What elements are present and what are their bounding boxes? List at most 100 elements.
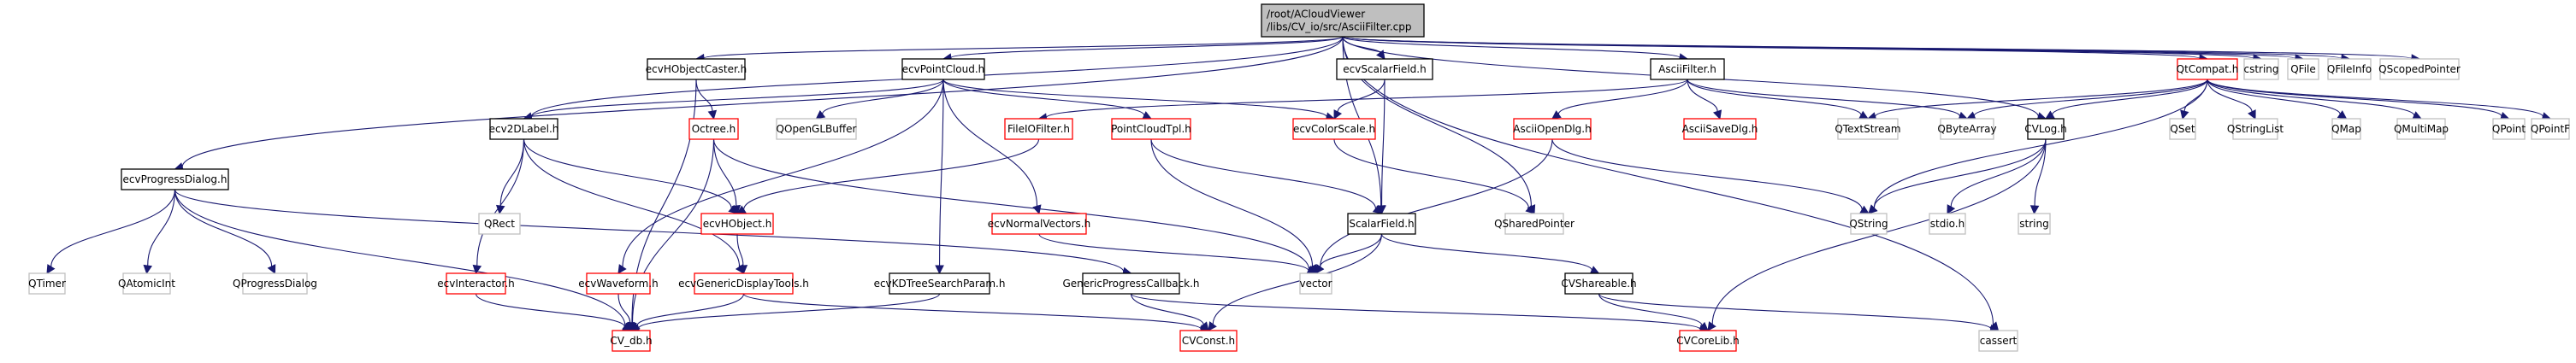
- node-box: [242, 272, 308, 295]
- edge-qtcompat-to-qstringlist: [2207, 79, 2256, 120]
- graph-node-scalarfield[interactable]: ScalarField.h: [1347, 213, 1416, 235]
- arrowhead: [143, 264, 153, 275]
- edge-ecvkdtreesearchparam-to-cv_db: [629, 293, 941, 333]
- edge-ecvpointcloud-to-ecvnormalvectors: [942, 79, 1042, 215]
- edge-cvlog-to-qstring: [1868, 138, 2047, 214]
- edge-qtcompat-to-qstring: [1868, 79, 2208, 214]
- graph-node-cvlog[interactable]: CVLog.h: [2024, 118, 2067, 140]
- node-label: QRect: [484, 218, 515, 230]
- node-box: [1004, 118, 1073, 140]
- node-box: [2169, 118, 2196, 140]
- node-label: ecvPointCloud.h: [902, 63, 985, 75]
- graph-node-cvcorelib[interactable]: CVCoreLib.h: [1676, 330, 1740, 352]
- edge-cvlog-to-string: [2029, 138, 2047, 215]
- edge-ecvpointcloud-to-ecvwaveform: [617, 79, 944, 274]
- edge-ecvhobjectcaster-to-octree: [695, 79, 718, 120]
- arrowhead: [1551, 110, 1562, 120]
- arrowhead: [2029, 205, 2040, 215]
- graph-node-ecvpointcloud[interactable]: ecvPointCloud.h: [901, 58, 985, 80]
- node-box: [2531, 118, 2570, 140]
- graph-node-ecvhobject[interactable]: ecvHObject.h: [700, 213, 774, 235]
- edge-root-to-qfile: [1342, 36, 2305, 63]
- edge-cvshareable-to-cvcorelib: [1598, 293, 1709, 331]
- node-box: [1564, 272, 1634, 295]
- node-box: [647, 58, 746, 80]
- node-box: [1683, 118, 1757, 140]
- graph-node-ecvscalarfield[interactable]: ecvScalarField.h: [1336, 58, 1433, 80]
- arrowhead: [1947, 204, 1956, 214]
- graph-node-ecvcolorscale[interactable]: ecvColorScale.h: [1292, 118, 1376, 140]
- edge-line: [1598, 293, 1703, 326]
- edge-genericprogresscallback-to-cvconst: [1130, 293, 1209, 331]
- node-box: [1940, 118, 1994, 140]
- graph-node-asciifilter[interactable]: AsciiFilter.h: [1650, 58, 1725, 80]
- graph-node-qtcompat[interactable]: QtCompat.h: [2177, 58, 2239, 80]
- node-box: [694, 272, 794, 295]
- graph-node-octree[interactable]: Octree.h: [688, 118, 739, 140]
- node-label: ecvGenericDisplayTools.h: [678, 278, 809, 290]
- graph-node-cv_db[interactable]: CV_db.h: [610, 330, 653, 352]
- graph-node-genericprogresscallback[interactable]: GenericProgressCallback.h: [1062, 272, 1200, 295]
- graph-node-asciisavedlg[interactable]: AsciiSaveDlg.h: [1682, 118, 1758, 140]
- edge-line: [1687, 79, 1961, 117]
- node-label: QMultiMap: [2394, 123, 2449, 135]
- edge-line: [1950, 138, 2047, 208]
- node-label: QAtomicInt: [118, 278, 175, 290]
- edge-line: [523, 138, 741, 267]
- edge-line: [181, 36, 1344, 167]
- edge-root-to-cstring: [1342, 36, 2263, 63]
- graph-node-qrect: QRect: [478, 213, 521, 235]
- graph-node-cvshareable[interactable]: CVShareable.h: [1561, 272, 1637, 295]
- node-label: /root/ACloudViewer: [1267, 9, 1365, 20]
- edge-line: [530, 79, 944, 118]
- graph-node-fileiofilter[interactable]: FileIOFilter.h: [1004, 118, 1073, 140]
- edge-line: [712, 138, 737, 207]
- node-label: QSharedPointer: [1494, 218, 1575, 230]
- node-label: QFileInfo: [2327, 63, 2372, 75]
- edge-line: [1973, 79, 2208, 117]
- edge-line: [743, 138, 1040, 210]
- node-label: ecvInteractor.h: [437, 278, 515, 290]
- node-label: QTimer: [28, 278, 66, 290]
- edge-fileiofilter-to-ecvhobject: [736, 138, 1040, 214]
- graph-node-qpoint: QPoint: [2492, 118, 2526, 140]
- node-label: CVLog.h: [2024, 123, 2066, 135]
- graph-node-ecv2dlabel[interactable]: ecv2DLabel.h: [489, 118, 559, 140]
- graph-node-cvconst[interactable]: CVConst.h: [1179, 330, 1238, 352]
- graph-node-qfileinfo: QFileInfo: [2327, 58, 2372, 80]
- edge-root-to-ecvpointcloud: [942, 36, 1344, 62]
- edge-octree-to-ecvhobject: [712, 138, 741, 215]
- edge-line: [1342, 36, 2413, 60]
- edge-scalarfield-to-cvconst: [1208, 233, 1383, 331]
- edge-line: [942, 79, 1038, 207]
- arrowhead: [1208, 321, 1217, 331]
- graph-node-ecvhobjectcaster[interactable]: ecvHObjectCaster.h: [646, 58, 747, 80]
- edge-line: [1038, 233, 1309, 272]
- arrowhead: [1712, 109, 1722, 120]
- graph-node-qscopedpointer: QScopedPointer: [2378, 58, 2461, 80]
- node-box: [1513, 118, 1592, 140]
- edge-line: [174, 189, 273, 266]
- graph-node-qsharedpointer: QSharedPointer: [1494, 213, 1575, 235]
- node-box: [1261, 3, 1425, 38]
- graph-node-ecvnormalvectors[interactable]: ecvNormalVectors.h: [988, 213, 1090, 235]
- graph-node-asciiopendlg[interactable]: AsciiOpenDlg.h: [1513, 118, 1592, 140]
- graph-node-ecvgenericdisplaytools[interactable]: ecvGenericDisplayTools.h: [678, 272, 809, 295]
- graph-node-qmultimap: QMultiMap: [2394, 118, 2449, 140]
- node-box: [2287, 58, 2319, 80]
- arrowhead: [2180, 109, 2189, 120]
- graph-node-ecvinteractor[interactable]: ecvInteractor.h: [437, 272, 515, 295]
- node-label: /libs/CV_io/src/AsciiFilter.cpp: [1267, 21, 1411, 33]
- graph-node-ecvwaveform[interactable]: ecvWaveform.h: [578, 272, 659, 295]
- graph-node-root[interactable]: /root/ACloudViewer/libs/CV_io/src/AsciiF…: [1261, 3, 1425, 38]
- node-box: [901, 58, 985, 80]
- node-box: [28, 272, 66, 295]
- edge-ecv2dlabel-to-ecvinteractor: [472, 138, 525, 275]
- edge-line: [942, 79, 1145, 116]
- graph-node-ecvprogressdialog[interactable]: ecvProgressDialog.h: [121, 168, 229, 190]
- edge-root-to-ecvprogressdialog: [174, 36, 1344, 172]
- graph-node-pointcloudtpl[interactable]: PointCloudTpl.h: [1111, 118, 1191, 140]
- graph-node-ecvkdtreesearchparam[interactable]: ecvKDTreeSearchParam.h: [874, 272, 1006, 295]
- edge-line: [1337, 79, 1385, 113]
- edge-ecvgenericdisplaytools-to-cv_db: [630, 293, 745, 331]
